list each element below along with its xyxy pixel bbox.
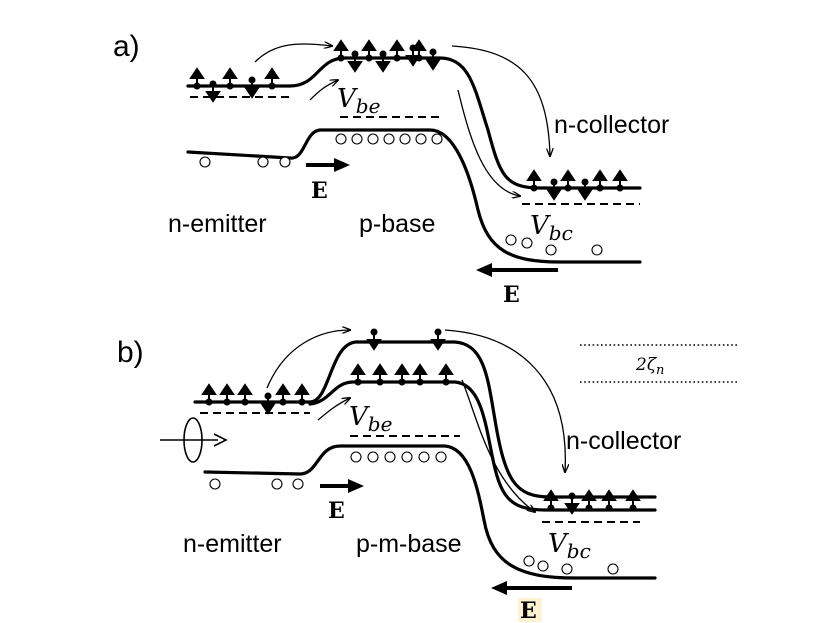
panel-a-valence-band (186, 128, 642, 264)
panel-a-spin-electrons (189, 39, 628, 201)
panel-a-label: a) (113, 30, 140, 63)
panel-b-field-emitter-label: E (328, 498, 345, 524)
panel-b-splitting-label: 2ζn (635, 355, 664, 378)
panel-b-field-collector-label: E (520, 598, 537, 623)
panel-a-emitter-label: n-emitter (168, 210, 267, 238)
panel-b-spin-electrons (201, 328, 641, 515)
panel-a-field-collector-label: E (503, 282, 520, 308)
panel-a-collector-label: n-collector (554, 111, 669, 139)
panel-b-label: b) (117, 336, 144, 369)
panel-b-field-label-highlight (518, 598, 542, 622)
panel-a-vbe-label: Vbe (337, 84, 380, 118)
panel-b: b) 2ζn (117, 329, 738, 623)
panel-a-field-emitter-arrow (306, 158, 350, 172)
panel-b-field-collector-arrow (491, 581, 572, 595)
panel-b-vbc-label: Vbc (548, 529, 591, 563)
panel-b-transport-arrows (266, 330, 565, 512)
panel-a-field-collector-arrow (476, 263, 558, 277)
panel-b-field-emitter-arrow (320, 479, 364, 493)
panel-b-collector-label: n-collector (566, 427, 681, 455)
panel-b-holes (209, 451, 619, 575)
panel-b-base-label: p-m-base (356, 530, 462, 558)
panel-a-base-label: p-base (359, 210, 435, 238)
panel-b-upper-conduction-band (193, 340, 657, 499)
panel-a-transport-arrows (254, 44, 550, 196)
panel-b-valence-band (203, 444, 657, 580)
panel-b-emitter-label: n-emitter (183, 530, 282, 558)
panel-b-lower-conduction-band (308, 380, 657, 512)
spin-injection-icon (160, 417, 228, 463)
panel-a-holes (199, 133, 603, 256)
panel-a: a) (113, 30, 669, 308)
panel-a-conduction-band (186, 56, 642, 190)
panel-a-vbc-label: Vbc (530, 211, 573, 245)
panel-b-vbe-label: Vbe (349, 402, 392, 436)
panel-a-field-emitter-label: E (311, 178, 328, 204)
